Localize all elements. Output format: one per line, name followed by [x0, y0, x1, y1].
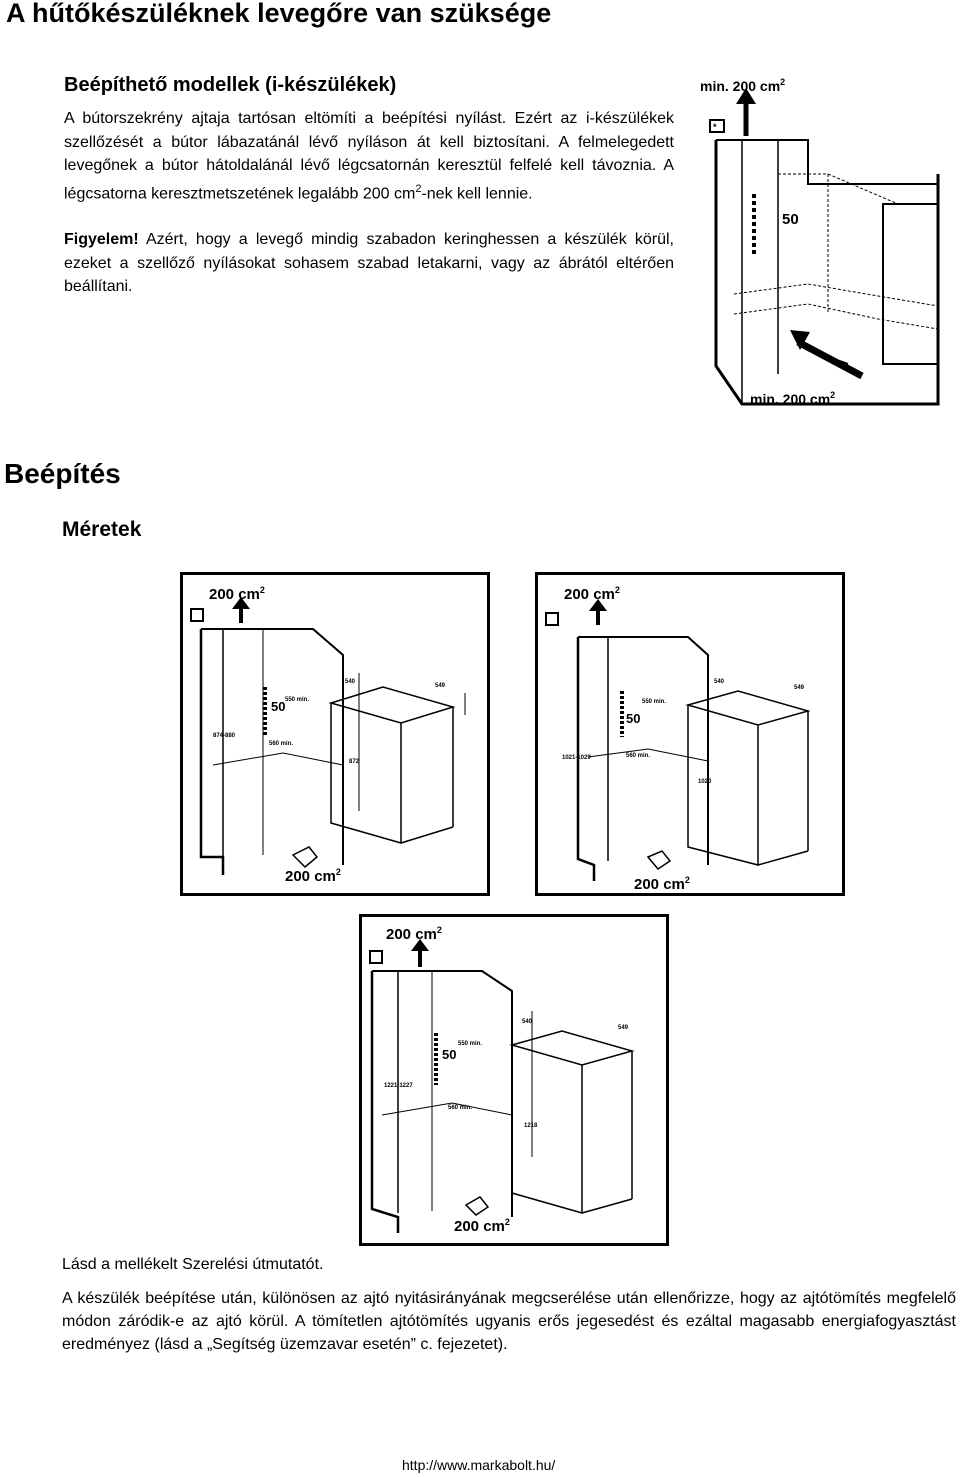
dim-top-min: 550 min. [458, 1041, 482, 1047]
ventilation-text-end: -nek kell lennie. [421, 184, 533, 202]
gap-label: 50 [442, 1047, 456, 1062]
see-manual-text: Lásd a mellékelt Szerelési útmutatót. [62, 1256, 324, 1273]
dimension-figure-3: 200 cm2 50 550 min. 560 min. 1221-1227 5… [359, 914, 669, 1246]
dim-mid-min: 560 min. [269, 741, 293, 747]
bottom-area-label: 200 cm2 [285, 867, 341, 885]
bottom-area-label: 200 cm2 [634, 875, 690, 893]
installation-drawing-2: 200 cm2 50 550 min. 560 min. 1021-1029 5… [545, 585, 811, 893]
section-heading: Beépíthető modellek (i-készülékek) [64, 74, 397, 96]
installation-drawing-3: 200 cm2 50 550 min. 560 min. 1221-1227 5… [369, 925, 635, 1235]
gap-label: 50 [271, 699, 285, 714]
snowflake-icon [190, 608, 204, 622]
dim-width: 549 [435, 683, 446, 689]
gap-label: 50 [626, 711, 640, 726]
top-area-label: 200 cm2 [209, 585, 265, 603]
section-built-in: Beépíthető modellek (i-készülékek) A bút… [64, 74, 674, 299]
footer-url: http://www.markabolt.hu/ [402, 1457, 556, 1473]
snowflake-icon [709, 119, 725, 133]
airflow-diagram: min. 200 cm2 * 50 min. 200 cm2 [700, 77, 940, 407]
section-after-installation: Lásd a mellékelt Szerelési útmutatót. A … [62, 1253, 956, 1356]
snowflake-icon [369, 950, 383, 964]
dim-depth: 540 [522, 1019, 533, 1025]
warning-label: Figyelem! [64, 231, 139, 249]
page-title: A hűtőkészüléknek levegőre van szüksége [6, 0, 552, 28]
installation-drawing-1: 200 cm2 50 550 min. 560 min. 874-880 540… [190, 585, 466, 885]
dim-mid-min: 560 min. [626, 753, 650, 759]
dim-height-range: 1221-1227 [384, 1083, 413, 1089]
dim-top-min: 550 min. [642, 699, 666, 705]
dim-depth: 540 [714, 679, 725, 685]
dim-depth: 540 [345, 679, 356, 685]
bottom-area-label: 200 cm2 [454, 1217, 510, 1235]
dim-width: 549 [618, 1025, 629, 1031]
gap-label: 50 [782, 211, 799, 228]
top-area-label: 200 cm2 [564, 585, 620, 603]
ventilation-paragraph: A bútorszekrény ajtaja tartósan eltömíti… [64, 107, 674, 205]
bottom-vent-label: min. 200 cm2 [750, 390, 835, 407]
ventilation-text: A bútorszekrény ajtaja tartósan eltömíti… [64, 110, 674, 202]
dimension-figure-1: 200 cm2 50 550 min. 560 min. 874-880 540… [180, 572, 490, 896]
section-heading-installation: Beépítés [4, 458, 121, 489]
superscript: 2 [415, 182, 422, 195]
dim-device-height: 1218 [524, 1123, 538, 1129]
top-vent-label: min. 200 cm2 [700, 77, 785, 94]
snowflake-icon [545, 612, 559, 626]
warning-paragraph: Figyelem! Azért, hogy a levegő mindig sz… [64, 228, 674, 299]
dim-width: 549 [794, 685, 805, 691]
dim-top-min: 550 min. [285, 697, 309, 703]
dim-device-height: 1020 [698, 779, 712, 785]
warning-text: Azért, hogy a levegő mindig szabadon ker… [64, 231, 674, 296]
top-area-label: 200 cm2 [386, 925, 442, 943]
dim-device-height: 872 [349, 759, 360, 765]
dimensions-subheading: Méretek [62, 518, 142, 541]
dim-height-range: 874-880 [213, 733, 236, 739]
dimension-figure-2: 200 cm2 50 550 min. 560 min. 1021-1029 5… [535, 572, 845, 896]
door-seal-paragraph: A készülék beépítése után, különösen az … [62, 1289, 956, 1353]
dim-mid-min: 560 min. [448, 1105, 472, 1111]
dim-height-range: 1021-1029 [562, 755, 591, 761]
svg-text:*: * [713, 122, 717, 132]
